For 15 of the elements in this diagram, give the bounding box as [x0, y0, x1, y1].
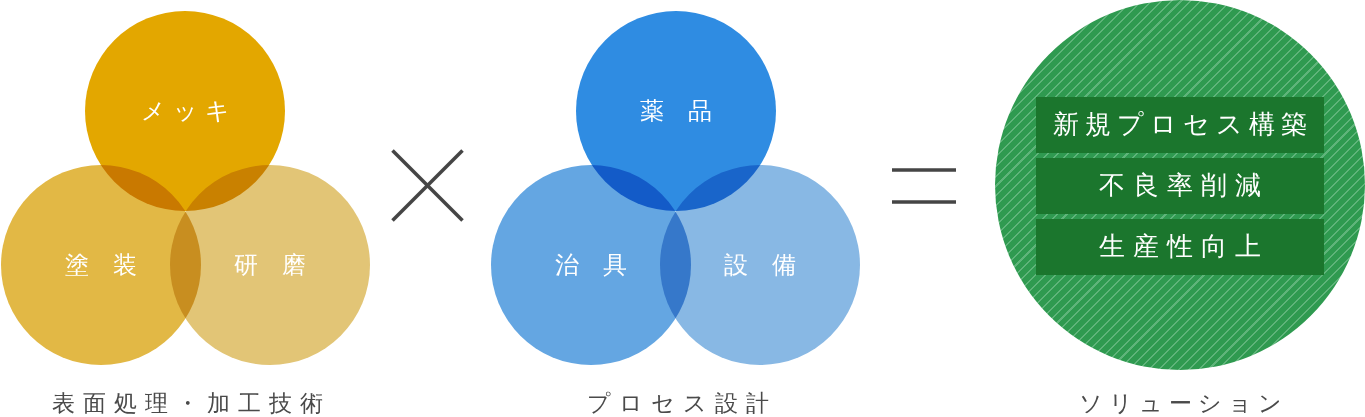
group-caption: プロセス設計 [586, 391, 777, 417]
result-banner [1036, 97, 1324, 153]
circle-caption: ソリューション [1077, 391, 1288, 417]
result-banner [1036, 219, 1324, 275]
circle-label: 薬品 [640, 96, 736, 126]
result-banner [1036, 158, 1324, 214]
banner-text: 不良率削減 [1099, 170, 1269, 202]
circle-label: 設備 [724, 250, 820, 280]
banner-text: 生産性向上 [1099, 231, 1269, 263]
banner-text: 新規プロセス構築 [1053, 109, 1313, 141]
circle-label: 塗装 [65, 250, 161, 280]
circle-label: 研磨 [234, 250, 330, 280]
group-caption: 表面処理・加工技術 [50, 391, 331, 417]
circle-label: メッキ [140, 96, 237, 126]
circle-label: 治具 [555, 250, 651, 280]
